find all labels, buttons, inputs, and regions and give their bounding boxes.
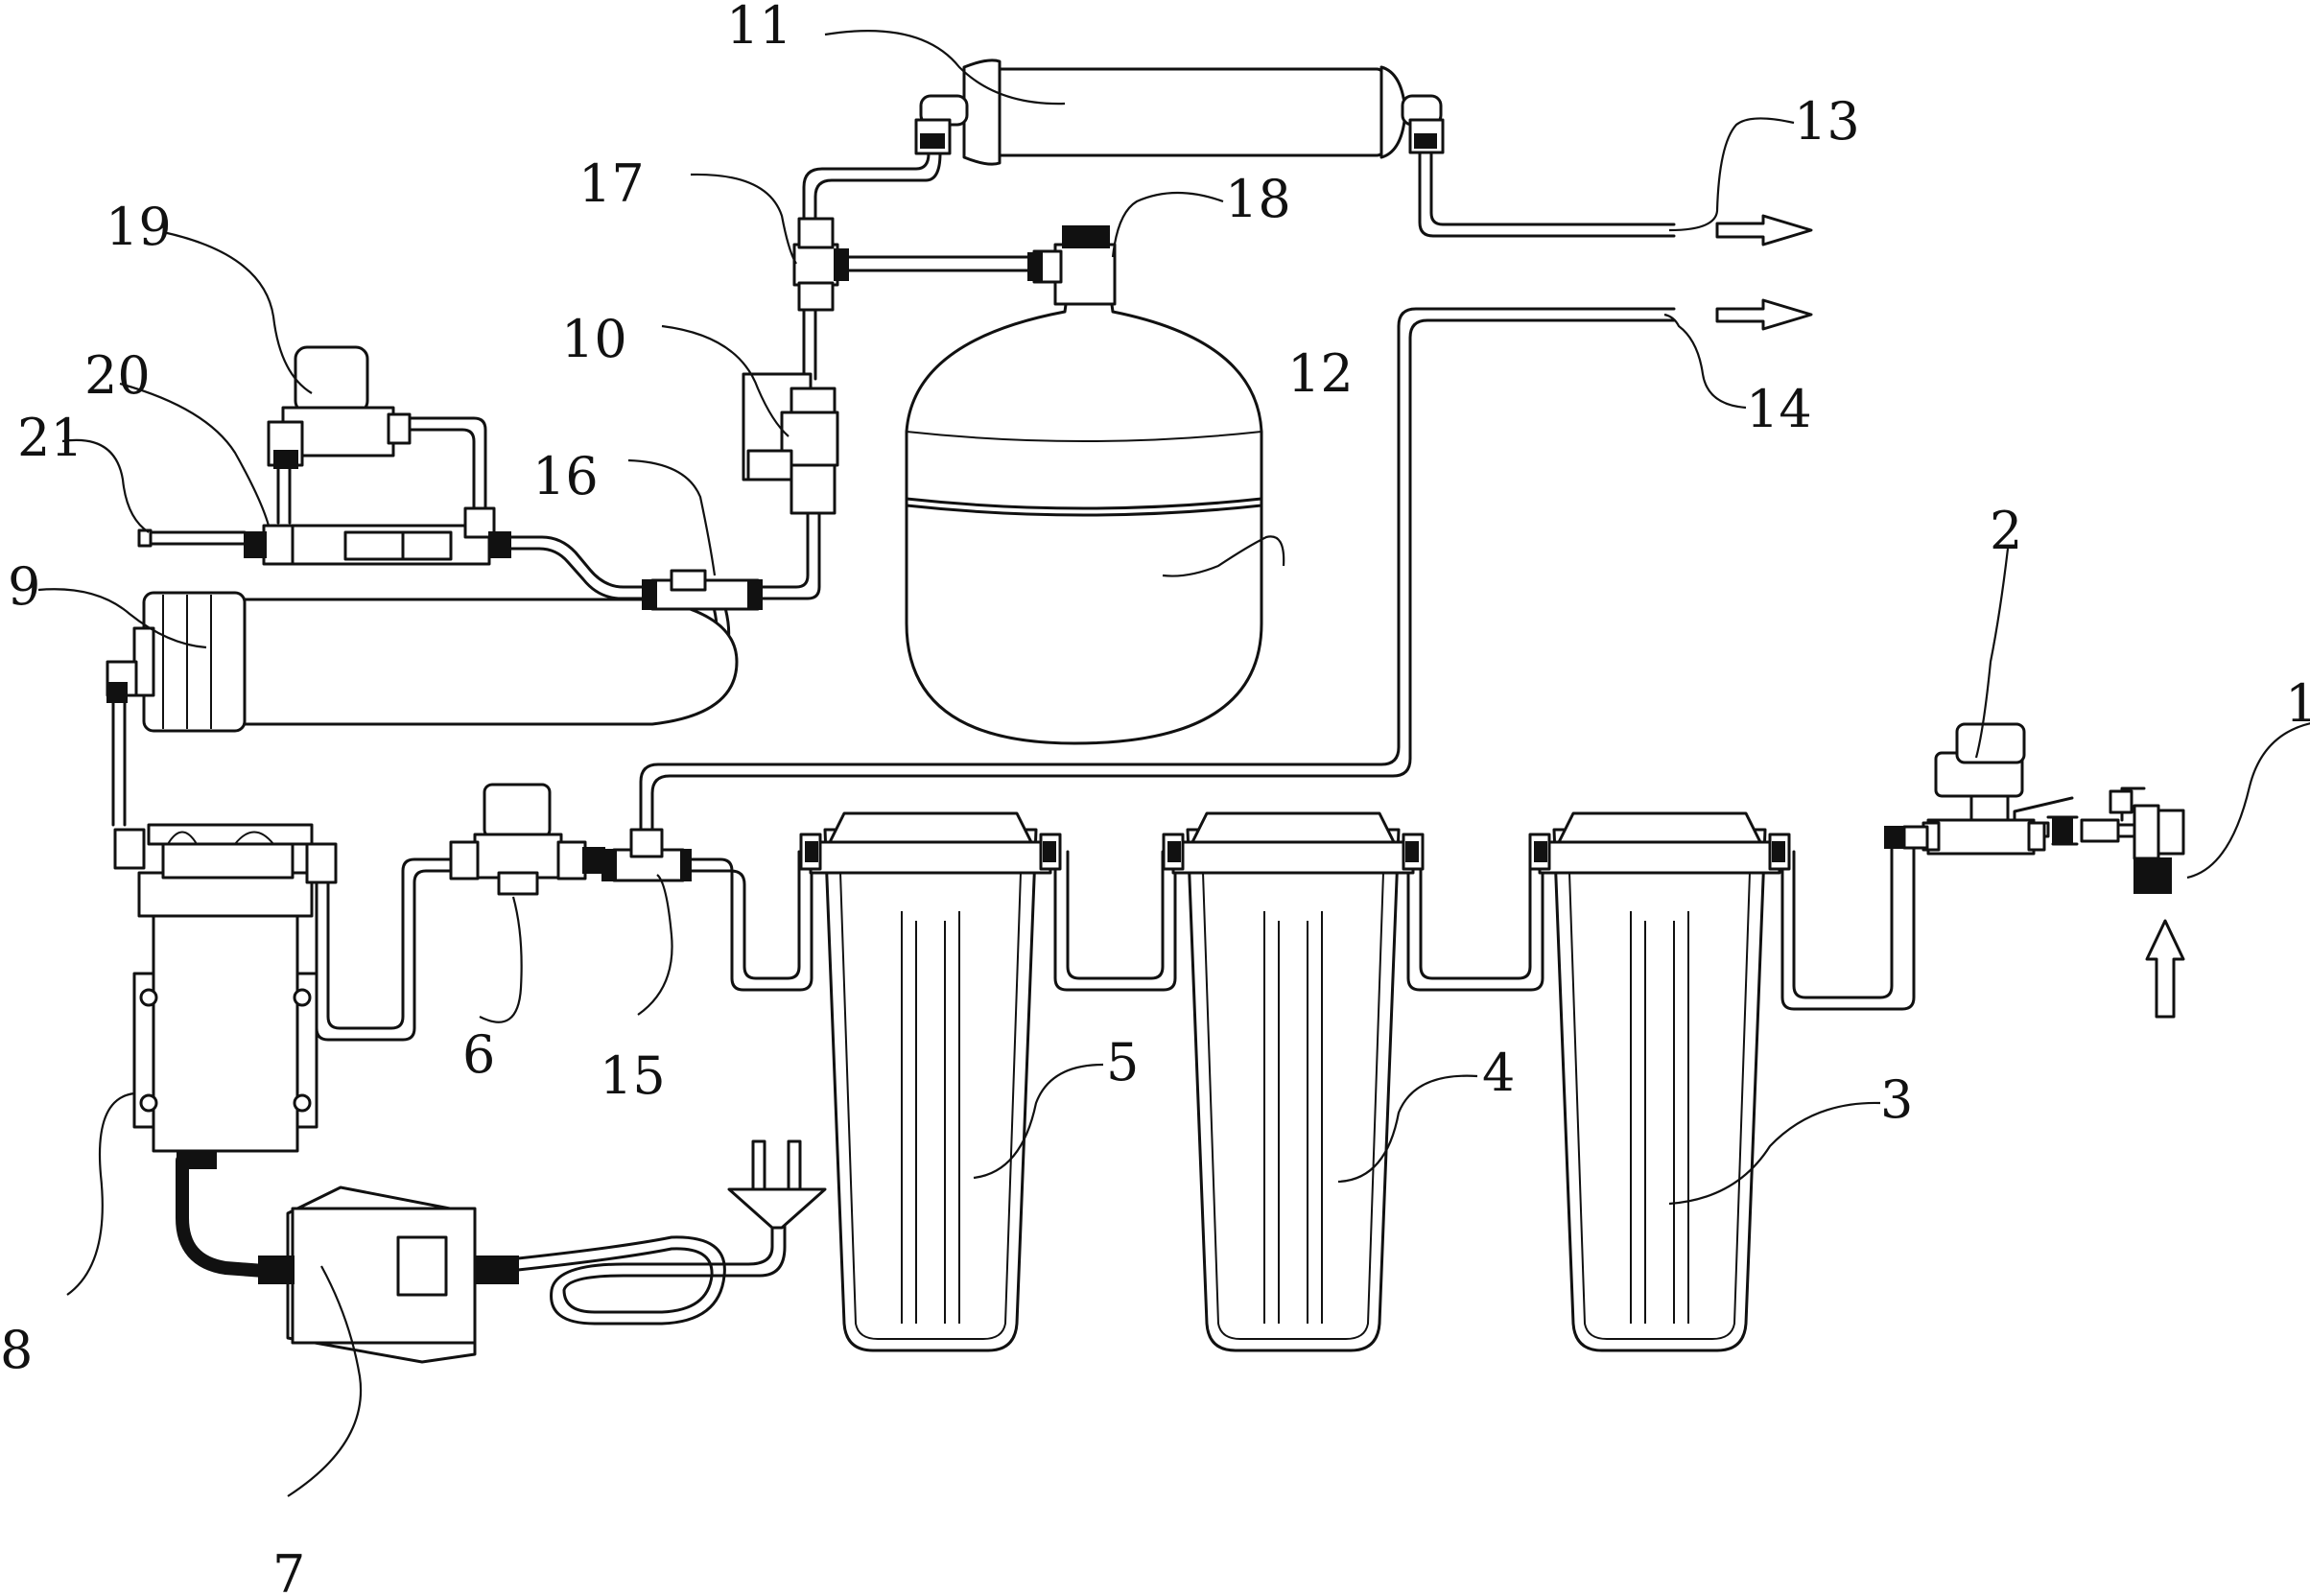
arrow-up-icon [2145,919,2185,1019]
post-carbon-filter-11 [914,59,1445,166]
waste-flow-block-20 [244,506,511,566]
tank-ball-valve-18 [1027,225,1117,306]
label-12: 12 [1287,343,1354,404]
label-7: 7 [272,1544,305,1596]
label-3: 3 [1880,1069,1913,1130]
drain-outlet-21 [137,528,153,548]
label-14: 14 [1746,379,1812,439]
label-21: 21 [17,408,83,468]
tee-fitting-17 [792,217,849,312]
filter-housings [799,811,1791,1352]
inlet-solenoid-valve [1884,722,2046,856]
label-13: 13 [1794,91,1860,152]
label-15: 15 [600,1045,666,1106]
arrow-right-icon [1715,214,1813,246]
flush-solenoid-valve-19 [267,345,412,469]
power-plug-icon [727,1139,827,1230]
label-19: 19 [106,197,172,257]
pre-filter-4 [1162,811,1425,1352]
storage-tank-12 [905,295,1263,745]
arrow-right-icon [1715,298,1813,331]
leader-lines [37,30,2310,1497]
label-6: 6 [462,1024,495,1085]
label-1: 1 [2285,673,2310,734]
label-5: 5 [1106,1032,1139,1092]
valve-10 [742,372,839,515]
label-4: 4 [1482,1043,1515,1103]
tubing [111,147,1916,1326]
power-adapter-7 [258,1185,519,1364]
check-valve-16 [642,569,763,611]
label-16: 16 [532,446,599,506]
label-8: 8 [0,1320,33,1380]
tee-fitting-15 [601,828,692,882]
ro-membrane-housing-9 [106,591,739,733]
label-20: 20 [84,345,151,406]
solenoid-valve-6 [449,783,605,896]
label-11: 11 [726,0,792,56]
label-9: 9 [8,556,40,617]
label-17: 17 [578,153,645,214]
label-10: 10 [561,309,627,369]
pre-filter-5 [799,811,1062,1352]
pre-filter-3 [1528,811,1791,1352]
label-18: 18 [1225,169,1291,229]
label-2: 2 [1990,501,2022,561]
booster-pump-8 [113,823,338,1169]
